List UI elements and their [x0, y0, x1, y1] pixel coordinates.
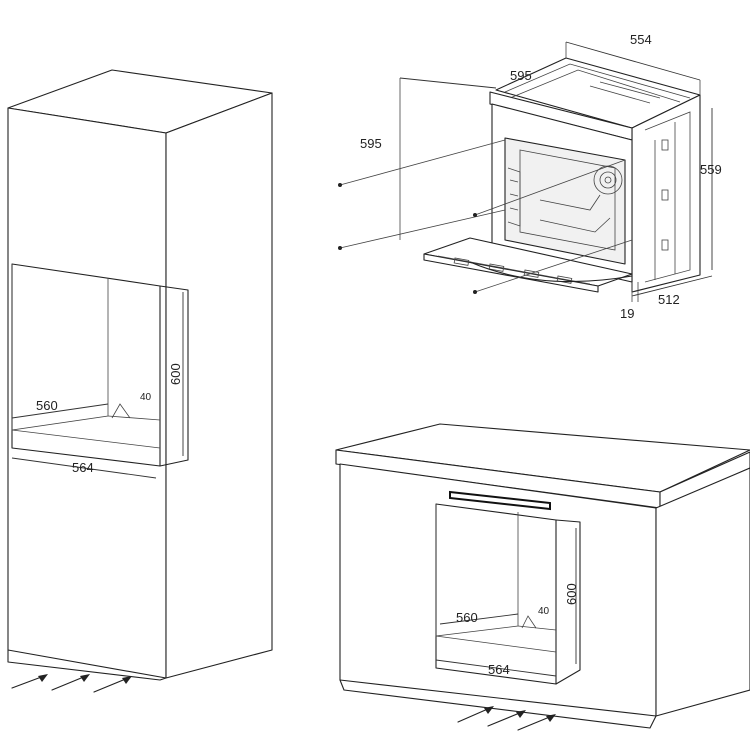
dim-560-line [11, 403, 109, 419]
niche-side-slot [159, 285, 189, 467]
airflow-arrows-left [11, 674, 132, 693]
under-niche [435, 503, 557, 685]
dim-19-label: 19 [620, 306, 634, 321]
oven-cavity [504, 137, 626, 265]
dim-600-label: 600 [168, 363, 183, 385]
dim-595-width-label: 595 [510, 68, 532, 83]
tall-cabinet: 600 560 40 564 [7, 69, 273, 693]
tall-cabinet-plinth [7, 649, 167, 681]
dim-40-marker [111, 403, 131, 419]
dim-564-label: 564 [72, 460, 94, 475]
oven-handle [469, 261, 633, 283]
dim-564-line [11, 457, 157, 479]
dim-595-width-line [399, 77, 497, 89]
tall-cabinet-niche [11, 263, 161, 467]
dim-560-label: 560 [36, 398, 58, 413]
niche-floor-line [107, 415, 161, 421]
dim-512-line [631, 275, 713, 297]
dim-512-label: 512 [658, 292, 680, 307]
vent-slot [449, 490, 551, 511]
tall-cabinet-side [165, 92, 273, 679]
dim-560-label-b: 560 [456, 610, 478, 625]
leader-lines [338, 139, 633, 294]
under-counter-cabinet: 600 560 40 564 [335, 423, 750, 731]
under-cabinet-side [655, 467, 750, 717]
dim-554-label: 554 [630, 32, 652, 47]
dim-595-height-label: 595 [360, 136, 382, 151]
niche-front-edge [11, 429, 161, 449]
airflow-arrows-right [457, 706, 556, 731]
dim-40-label-b: 40 [538, 606, 550, 617]
niche-back-left [11, 264, 109, 431]
dim-560-line-b [439, 613, 519, 625]
dim-564-line-b [435, 659, 557, 677]
dim-600-label-b: 600 [564, 583, 579, 605]
dim-554-line [565, 41, 701, 81]
dim-559-label: 559 [700, 162, 722, 177]
oven-unit: 554 595 595 559 512 19 [338, 32, 722, 321]
dim-40-label: 40 [140, 392, 152, 403]
dim-564-label-b: 564 [488, 662, 510, 677]
